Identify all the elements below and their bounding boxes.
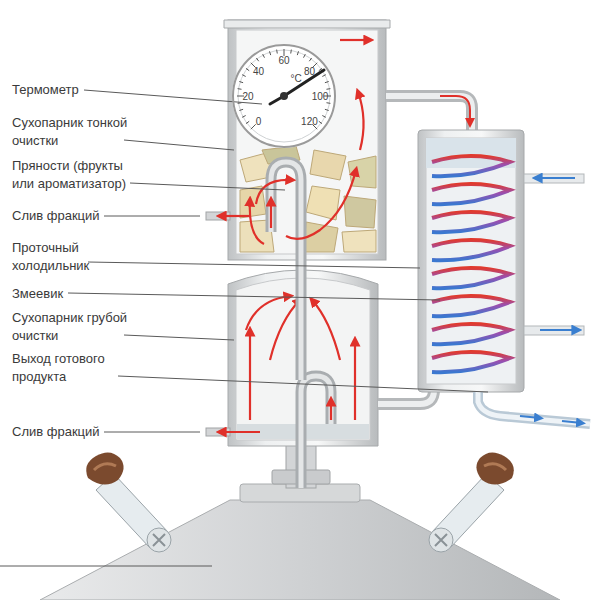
dial-tick xyxy=(319,121,322,123)
coil-turn xyxy=(432,324,510,344)
scale-number: 20 xyxy=(242,91,253,102)
dial-tick xyxy=(290,50,292,54)
part-label: Термометр xyxy=(12,81,140,99)
dial-tick xyxy=(238,88,242,90)
dial-tick xyxy=(242,75,246,77)
dial-tick xyxy=(239,109,243,110)
unit-label: °C xyxy=(290,73,301,84)
scale-number: 60 xyxy=(278,55,289,66)
scale-number: 0 xyxy=(256,116,262,127)
scale-number: 100 xyxy=(312,91,329,102)
dial-tick xyxy=(276,50,278,54)
coil-turn xyxy=(432,296,510,316)
dial-tick xyxy=(246,121,249,123)
coil-turn xyxy=(432,212,510,232)
dial-tick xyxy=(297,51,298,55)
part-label: Змеевик xyxy=(12,285,140,303)
dial-tick xyxy=(309,58,311,61)
dial-tick xyxy=(304,54,306,58)
part-label: Слив фракций xyxy=(12,423,140,441)
dial-tick xyxy=(246,68,249,70)
scale-number: 80 xyxy=(304,65,315,76)
coil-turn xyxy=(432,352,510,372)
dial-tick xyxy=(326,88,330,90)
coil-turn xyxy=(432,240,510,260)
dial-tick xyxy=(325,109,329,110)
dial-tick xyxy=(269,51,270,55)
dial-tick xyxy=(263,54,265,58)
coil-turn xyxy=(432,184,510,204)
dial-tick xyxy=(239,81,243,82)
coil-turn xyxy=(432,156,510,176)
part-label: Сухопарник грубой очистки xyxy=(12,309,140,345)
dial-tick xyxy=(325,81,329,82)
part-label: Пряности (фрукты или ароматизатор) xyxy=(12,157,140,193)
dial-tick xyxy=(251,124,256,129)
dial-tick xyxy=(322,116,326,118)
scale-number: 40 xyxy=(253,65,264,76)
coil-turn xyxy=(432,268,510,288)
dial-tick xyxy=(322,75,326,77)
scale-number: 120 xyxy=(301,116,318,127)
dial-tick xyxy=(256,58,258,61)
part-label: Проточный холодильник xyxy=(12,239,140,275)
thermometer-dial: 0 20 40 60 80 100 120 °C xyxy=(232,44,336,148)
part-label: Слив фракций xyxy=(12,207,140,225)
part-label: Сухопарник тонкой очистки xyxy=(12,114,140,150)
dial-tick xyxy=(242,116,246,118)
part-label: Выход готового продукта xyxy=(12,350,140,386)
dial-tick xyxy=(326,102,330,104)
